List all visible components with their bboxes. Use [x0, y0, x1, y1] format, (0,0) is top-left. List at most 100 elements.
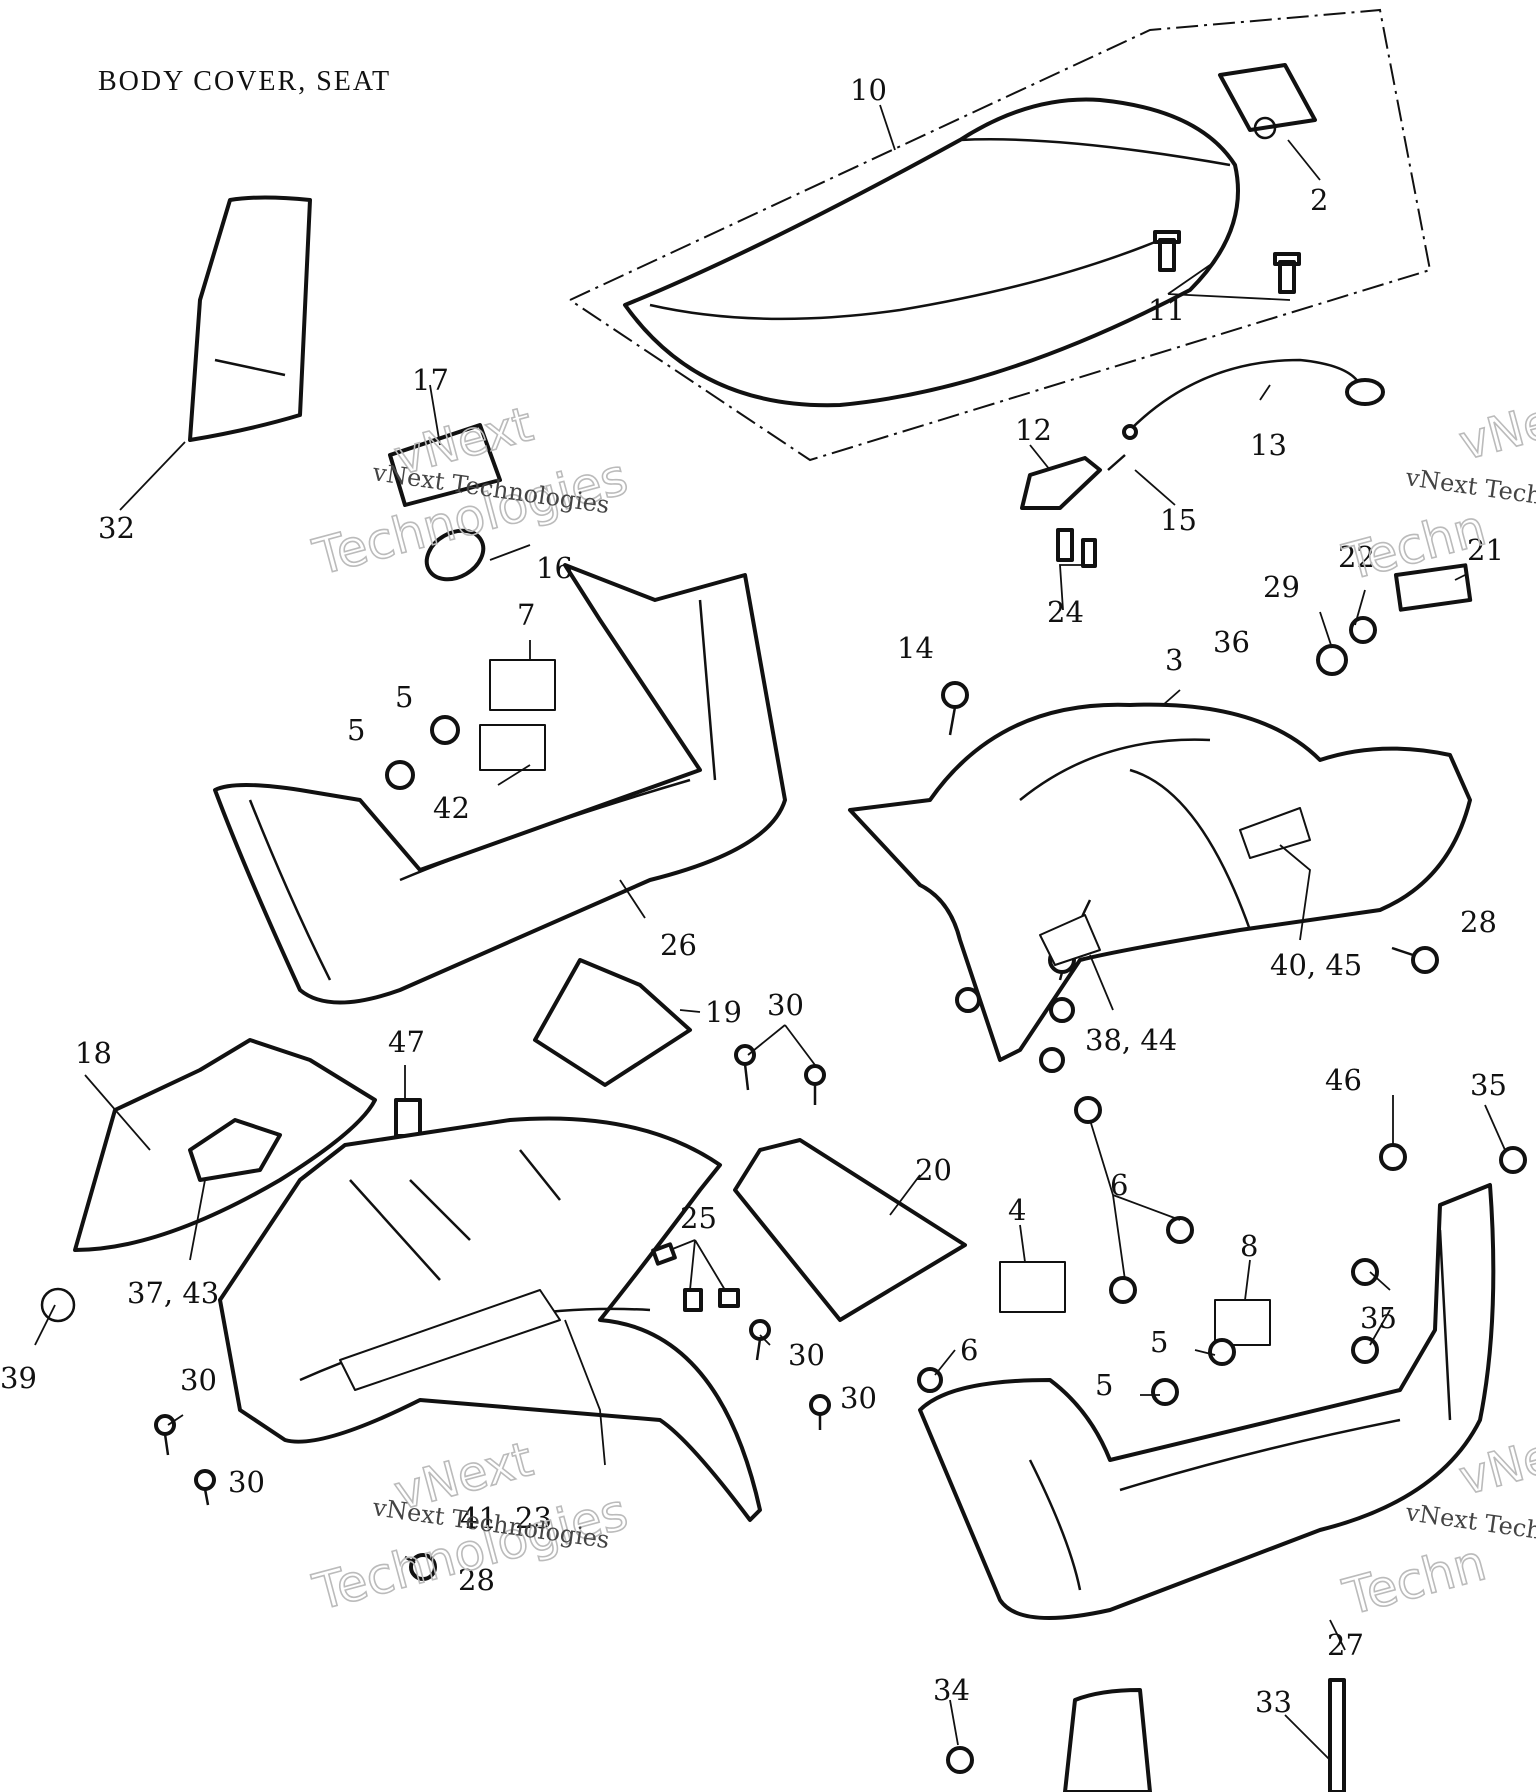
bolt-28-rear	[1391, 946, 1439, 974]
callout-28: 28	[458, 1563, 495, 1597]
callout-26: 26	[660, 928, 697, 962]
rear-fender-3	[848, 702, 1472, 1062]
screws-30	[154, 1044, 831, 1506]
clip-14	[941, 681, 969, 736]
screws-35	[1351, 1146, 1527, 1364]
callout-17: 17	[412, 363, 449, 397]
callout-30: 30	[788, 1338, 825, 1372]
callout-23: 23	[515, 1501, 552, 1535]
label-38-44	[1039, 914, 1101, 966]
seat-bolts-11	[1153, 230, 1301, 294]
callout-33: 33	[1255, 1685, 1292, 1719]
callout-32: 32	[98, 511, 135, 545]
callout-34: 34	[933, 1673, 970, 1707]
callout-40-45: 40, 45	[1270, 948, 1362, 982]
screws-5-right	[1151, 1338, 1236, 1406]
seat-contour-line	[959, 138, 1231, 167]
seat-group-boundary	[569, 8, 1432, 462]
side-guard-contour	[214, 358, 286, 377]
emblem-17	[388, 423, 502, 507]
label-40-45	[1239, 807, 1311, 859]
callout-13: 13	[1250, 428, 1287, 462]
bolt-28-front	[404, 1553, 437, 1581]
nut-46	[1379, 1143, 1407, 1171]
leader-lines	[34, 104, 1506, 1761]
callout-39: 39	[0, 1361, 37, 1395]
callout-7: 7	[517, 598, 535, 632]
rear-fender-hole	[1039, 1047, 1065, 1073]
callout-labels: 10 2 11 13 12 15 17 32 16 7 5 5 42 24 14…	[0, 73, 1507, 1719]
seat-10	[623, 97, 1240, 408]
callout-29: 29	[1263, 570, 1300, 604]
seat-contour-line	[649, 238, 1161, 321]
callout-20: 20	[915, 1153, 952, 1187]
seat-lock-pin-15	[1107, 454, 1126, 471]
callout-41: 41	[460, 1501, 497, 1535]
front-fender-label	[339, 1289, 561, 1391]
grommet-16	[424, 528, 486, 582]
callout-30: 30	[840, 1381, 877, 1415]
clip-47	[394, 1098, 422, 1138]
callout-22: 22	[1338, 540, 1375, 574]
inner-cover-19	[533, 958, 692, 1087]
callout-5: 5	[395, 680, 413, 714]
callout-28: 28	[1460, 905, 1497, 939]
reflector-21	[1393, 563, 1473, 612]
label-42	[479, 724, 546, 771]
callout-35: 35	[1360, 1301, 1397, 1335]
callout-30: 30	[228, 1465, 265, 1499]
callout-14: 14	[897, 631, 934, 665]
callout-18: 18	[75, 1036, 112, 1070]
callout-3: 3	[1165, 643, 1183, 677]
footrest-cover-right-27	[918, 1183, 1496, 1620]
label-4	[999, 1261, 1066, 1313]
seat-hinge-bracket-2	[1218, 63, 1317, 140]
callout-5: 5	[1150, 1325, 1168, 1359]
callout-46: 46	[1325, 1063, 1362, 1097]
diagram-title: BODY COVER, SEAT	[98, 66, 392, 97]
footrest-cover-contour	[1028, 1229, 1452, 1591]
label-7	[489, 659, 556, 711]
callout-24: 24	[1047, 595, 1084, 629]
callout-25: 25	[680, 1201, 717, 1235]
rear-fender-hole	[955, 987, 981, 1013]
callout-10: 10	[850, 73, 887, 107]
callout-2: 2	[1310, 183, 1328, 217]
callout-6: 6	[960, 1333, 978, 1367]
callout-37-43: 37, 43	[127, 1276, 219, 1310]
callout-38-44: 38, 44	[1085, 1023, 1177, 1057]
callout-35: 35	[1470, 1068, 1507, 1102]
callout-27: 27	[1327, 1628, 1364, 1662]
clips-25	[651, 1242, 740, 1312]
callout-8: 8	[1240, 1229, 1258, 1263]
callout-4: 4	[1008, 1193, 1026, 1227]
callout-30: 30	[180, 1363, 217, 1397]
callout-15: 15	[1160, 503, 1197, 537]
callout-36: 36	[1213, 625, 1250, 659]
footrest-cover-left-26	[213, 563, 787, 1005]
washer-22	[1349, 616, 1377, 644]
screws-5	[385, 715, 460, 790]
side-guard-lower	[1063, 1688, 1152, 1792]
seat-lock-12	[1020, 456, 1102, 510]
front-fender-contour	[299, 1149, 651, 1382]
callout-5: 5	[1095, 1368, 1113, 1402]
callout-12: 12	[1015, 413, 1052, 447]
callout-16: 16	[536, 551, 573, 585]
seat-lock-cable-13	[1122, 358, 1385, 440]
cap-39	[40, 1287, 76, 1323]
footrest-cover-contour	[248, 599, 717, 981]
callout-30: 30	[767, 988, 804, 1022]
rail-33	[1328, 1678, 1346, 1792]
callout-6: 6	[1110, 1168, 1128, 1202]
callout-47: 47	[388, 1025, 425, 1059]
screws-6	[917, 1096, 1194, 1393]
inner-cover-20	[733, 1138, 967, 1322]
callout-21: 21	[1467, 533, 1504, 567]
callout-42: 42	[433, 791, 470, 825]
watermark-company: Techn	[1337, 1533, 1492, 1626]
callout-19: 19	[705, 995, 742, 1029]
screw-34	[946, 1746, 974, 1774]
mudguard-insert-37-43	[188, 1118, 282, 1182]
